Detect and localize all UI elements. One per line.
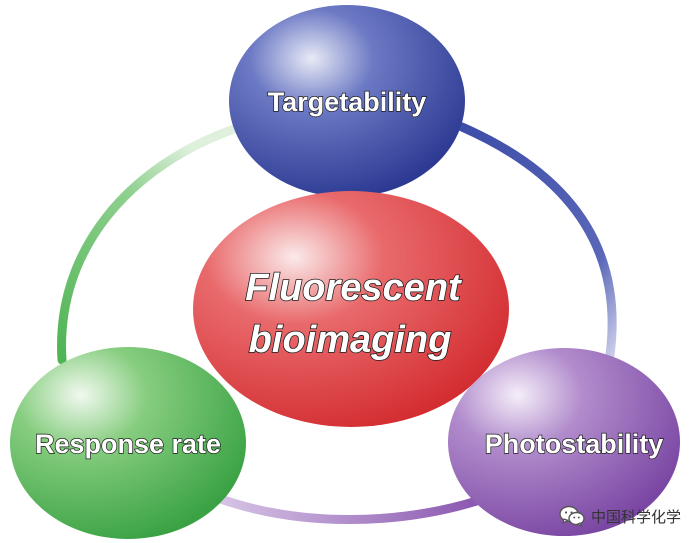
node-photostability-label: Photostability	[485, 429, 664, 459]
node-targetability-label: Targetability	[268, 87, 427, 117]
center-circle	[193, 191, 509, 427]
node-photostability: Photostability	[448, 348, 680, 536]
node-fluorescent-bioimaging: Fluorescent bioimaging	[193, 191, 509, 427]
node-targetability: Targetability	[229, 5, 465, 197]
node-targetability-circle	[229, 5, 465, 197]
node-response-rate-label: Response rate	[35, 429, 221, 459]
center-label-line1: Fluorescent	[245, 267, 462, 309]
watermark: 中国科学化学	[559, 505, 681, 527]
ring-arc-left	[57, 123, 242, 365]
node-response-rate: Response rate	[10, 347, 246, 539]
watermark-text: 中国科学化学	[590, 507, 681, 526]
wechat-icon	[559, 505, 585, 527]
node-photostability-circle	[448, 348, 680, 536]
ring-arc-top-right	[457, 122, 617, 360]
node-response-rate-circle	[10, 347, 246, 539]
ring-arc-bottom	[210, 492, 485, 524]
center-label-line2: bioimaging	[249, 319, 452, 361]
